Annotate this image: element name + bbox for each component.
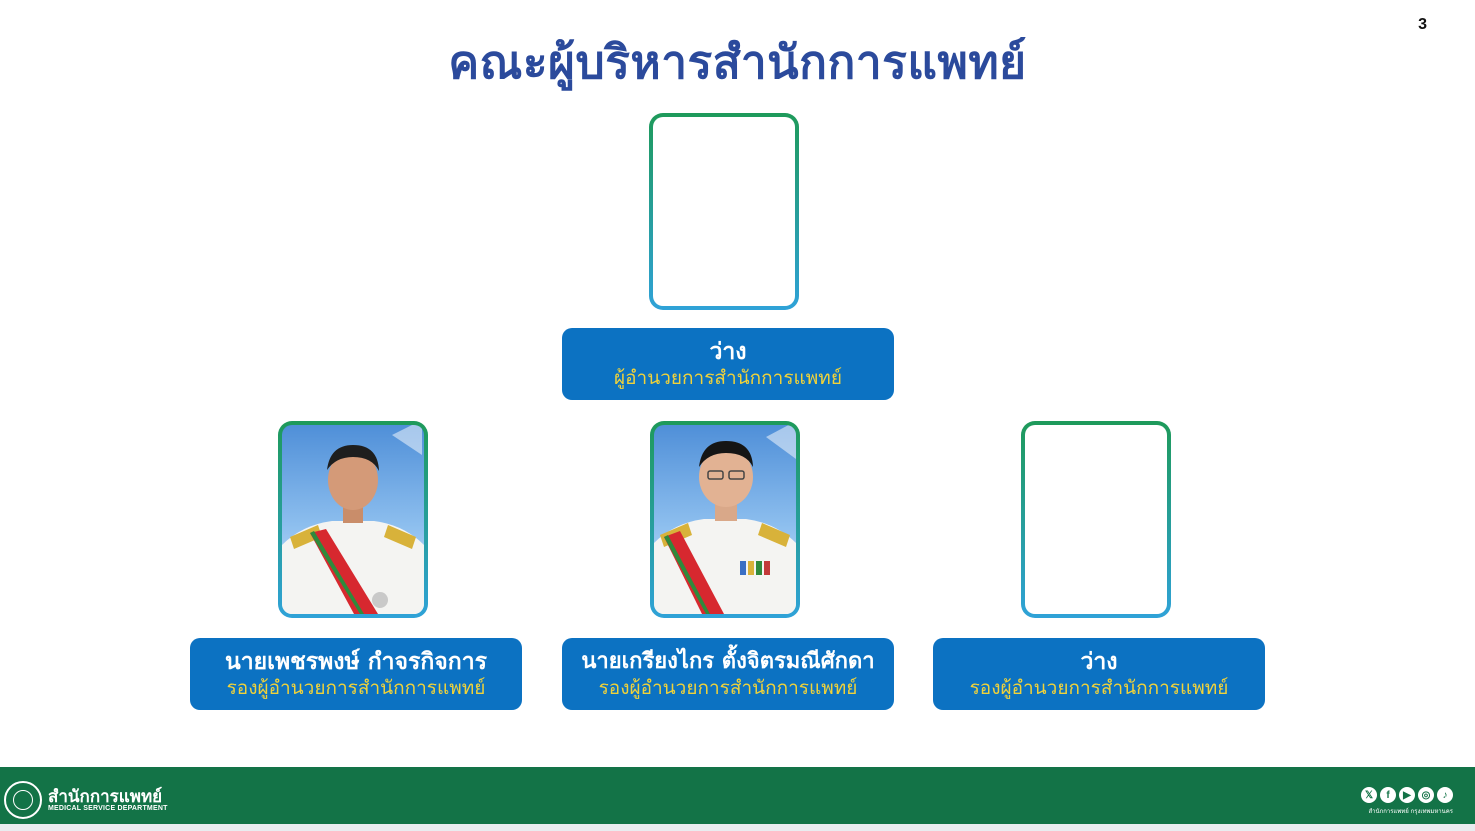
tiktok-icon[interactable]: ♪ — [1437, 787, 1453, 803]
social-icons: 𝕏 f ▶ ◎ ♪ — [1361, 787, 1453, 803]
director-photo-placeholder — [649, 113, 799, 310]
youtube-icon[interactable]: ▶ — [1399, 787, 1415, 803]
director-name: ว่าง — [709, 339, 747, 365]
person-portrait-icon — [282, 425, 424, 614]
deputy-3-photo-placeholder — [1021, 421, 1171, 618]
deputy-1-role: รองผู้อำนวยการสำนักการแพทย์ — [226, 677, 486, 699]
footer-strip — [0, 824, 1475, 831]
deputy-1-card: นายเพชรพงษ์ กำจรกิจการ รองผู้อำนวยการสำน… — [190, 638, 522, 710]
deputy-2-role: รองผู้อำนวยการสำนักการแพทย์ — [598, 677, 858, 699]
page-title: คณะผู้บริหารสำนักการแพทย์ — [448, 35, 1027, 89]
director-role: ผู้อำนวยการสำนักการแพทย์ — [614, 367, 842, 389]
instagram-icon[interactable]: ◎ — [1418, 787, 1434, 803]
social-caption: สำนักการแพทย์ กรุงเทพมหานคร — [1368, 808, 1453, 815]
deputy-1-photo — [278, 421, 428, 618]
person-portrait-icon — [654, 425, 796, 614]
page-number: 3 — [1418, 16, 1427, 33]
department-seal-icon — [4, 781, 42, 819]
footer-bar: สำนักการแพทย์ MEDICAL SERVICE DEPARTMENT… — [0, 767, 1475, 824]
deputy-1-name: นายเพชรพงษ์ กำจรกิจการ — [225, 649, 487, 675]
deputy-2-card: นายเกรียงไกร ตั้งจิตรมณีศักดา รองผู้อำนว… — [562, 638, 894, 710]
org-name-english: MEDICAL SERVICE DEPARTMENT — [48, 805, 168, 812]
org-name-thai: สำนักการแพทย์ — [48, 787, 163, 807]
deputy-2-name: นายเกรียงไกร ตั้งจิตรมณีศักดา — [581, 649, 875, 674]
deputy-3-name: ว่าง — [1080, 649, 1118, 675]
director-card: ว่าง ผู้อำนวยการสำนักการแพทย์ — [562, 328, 894, 400]
deputy-3-role: รองผู้อำนวยการสำนักการแพทย์ — [969, 677, 1229, 699]
deputy-2-photo — [650, 421, 800, 618]
facebook-icon[interactable]: f — [1380, 787, 1396, 803]
deputy-3-card: ว่าง รองผู้อำนวยการสำนักการแพทย์ — [933, 638, 1265, 710]
x-icon[interactable]: 𝕏 — [1361, 787, 1377, 803]
